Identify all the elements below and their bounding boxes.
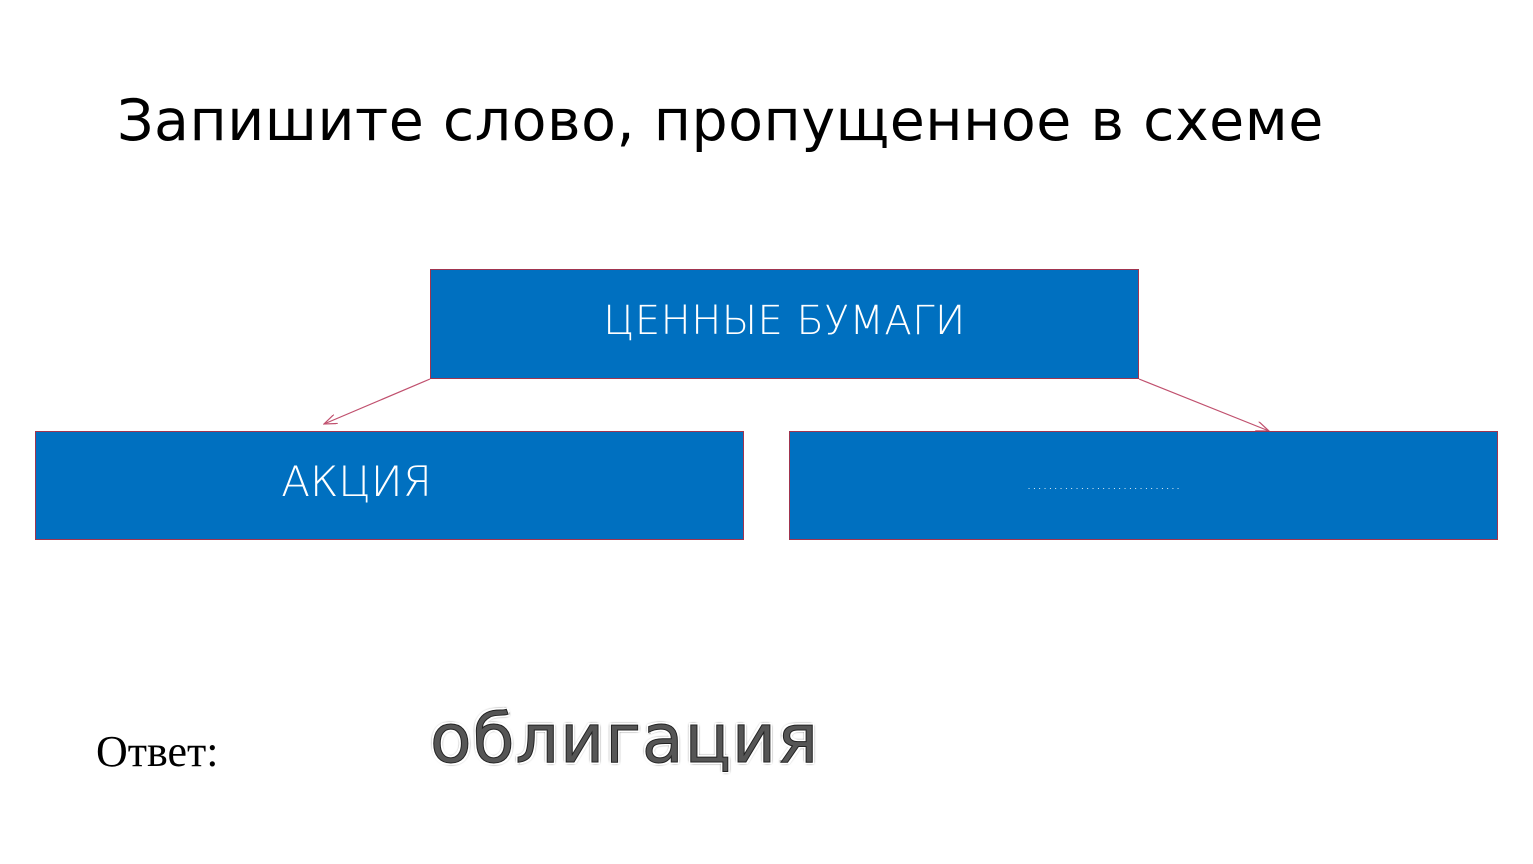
- connector-left: [324, 378, 431, 424]
- answer-value: облигация: [430, 700, 819, 780]
- slide-title: Запишите слово, пропущенное в схеме: [117, 88, 1324, 154]
- diagram-child-label-right: ………………………..: [1026, 474, 1181, 493]
- diagram-child-box-left: АКЦИЯ: [35, 431, 744, 540]
- connector-right: [1138, 378, 1269, 431]
- diagram-child-box-right: ………………………..: [789, 431, 1498, 540]
- diagram-root-box: ЦЕННЫЕ БУМАГИ: [430, 269, 1139, 379]
- answer-label: Ответ:: [96, 727, 219, 776]
- diagram-child-label-left: АКЦИЯ: [281, 457, 432, 506]
- diagram-root-label: ЦЕННЫЕ БУМАГИ: [603, 298, 966, 344]
